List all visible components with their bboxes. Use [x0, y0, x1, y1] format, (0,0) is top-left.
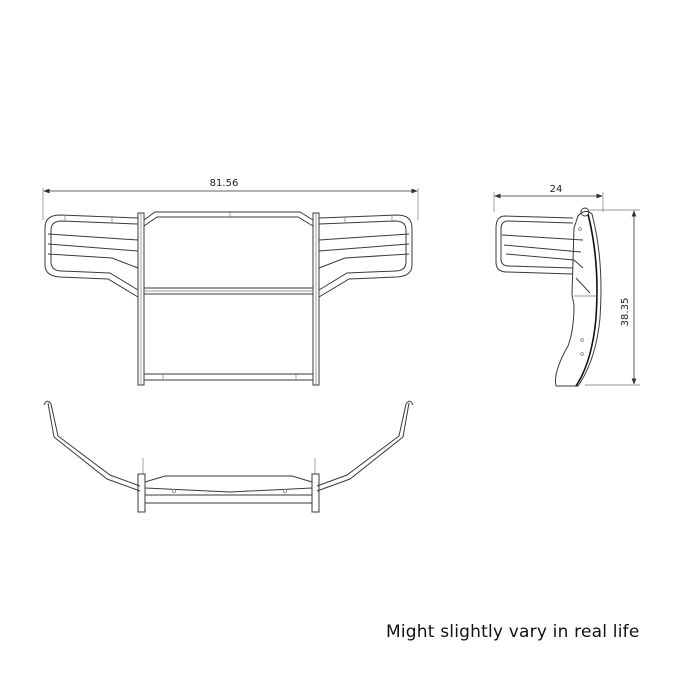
- height-dimension-line: 38.35: [585, 209, 640, 386]
- disclaimer-caption: Might slightly vary in real life: [386, 622, 640, 642]
- side-view: 24 38.35: [493, 184, 640, 387]
- width-dimension-line: 81.56: [42, 178, 419, 220]
- depth-dimension-label: 24: [550, 184, 563, 195]
- front-view: 81.56: [42, 178, 419, 386]
- top-view: [43, 400, 414, 513]
- height-dimension-label: 38.35: [620, 298, 631, 327]
- width-dimension-label: 81.56: [210, 178, 239, 189]
- depth-dimension-line: 24: [493, 184, 604, 212]
